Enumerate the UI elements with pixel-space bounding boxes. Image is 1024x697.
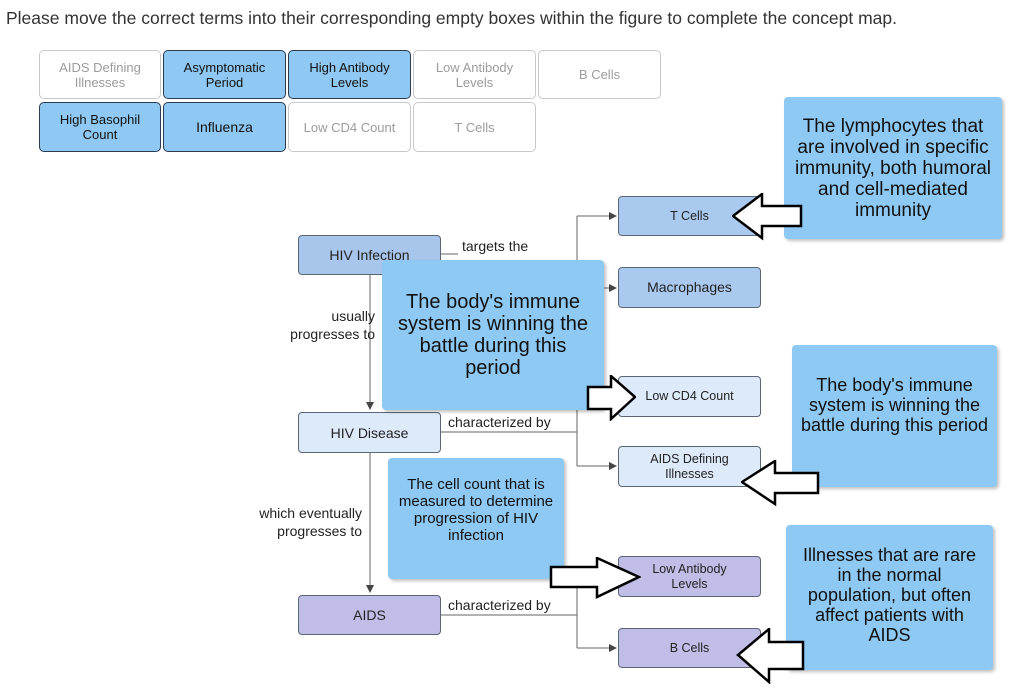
term-tile-asymptomatic-period[interactable]: Asymptomatic Period <box>163 50 286 99</box>
callout-immune-winning-large: The body's immune system is winning the … <box>382 260 604 410</box>
term-tile-aids-defining-illnesses[interactable]: AIDS Defining Illnesses <box>39 50 161 99</box>
term-tile-low-cd4-count[interactable]: Low CD4 Count <box>288 102 411 152</box>
link-label-eventually-progresses: which eventually progresses to <box>259 505 362 539</box>
drop-slot-b-cells[interactable]: B Cells <box>618 628 761 668</box>
node-aids: AIDS <box>298 595 441 635</box>
term-tile-b-cells[interactable]: B Cells <box>538 50 661 99</box>
drop-slot-macrophages[interactable]: Macrophages <box>618 267 761 308</box>
drop-slot-low-cd4-count[interactable]: Low CD4 Count <box>618 376 761 417</box>
callout-cell-count: The cell count that is measured to deter… <box>388 458 564 579</box>
arrow-right-icon <box>549 557 641 599</box>
term-tile-influenza[interactable]: Influenza <box>163 102 286 152</box>
arrow-left-icon <box>741 460 820 506</box>
term-tile-t-cells[interactable]: T Cells <box>413 102 536 152</box>
arrow-right-icon <box>586 375 636 421</box>
instruction-text: Please move the correct terms into their… <box>6 8 898 28</box>
arrow-left-icon <box>732 193 803 241</box>
term-tile-high-basophil-count[interactable]: High Basophil Count <box>39 102 161 152</box>
term-tile-low-antibody-levels[interactable]: Low Antibody Levels <box>413 50 536 99</box>
link-label-characterized-1: characterized by <box>448 414 551 430</box>
link-label-targets: targets the <box>462 238 529 254</box>
drop-slot-low-antibody-levels[interactable]: Low Antibody Levels <box>618 556 761 597</box>
link-label-characterized-2: characterized by <box>448 597 551 613</box>
drop-slot-aids-defining-illnesses[interactable]: AIDS Defining Illnesses <box>618 446 761 487</box>
arrow-left-icon <box>736 628 805 684</box>
callout-rare-illnesses: Illnesses that are rare in the normal po… <box>786 525 993 670</box>
link-label-usually-progresses: usually progresses to <box>290 308 375 342</box>
term-tile-high-antibody-levels[interactable]: High Antibody Levels <box>288 50 411 99</box>
node-hiv-disease: HIV Disease <box>298 412 441 453</box>
callout-immune-winning-small: The body's immune system is winning the … <box>792 345 997 487</box>
callout-lymphocytes: The lymphocytes that are involved in spe… <box>784 97 1002 239</box>
